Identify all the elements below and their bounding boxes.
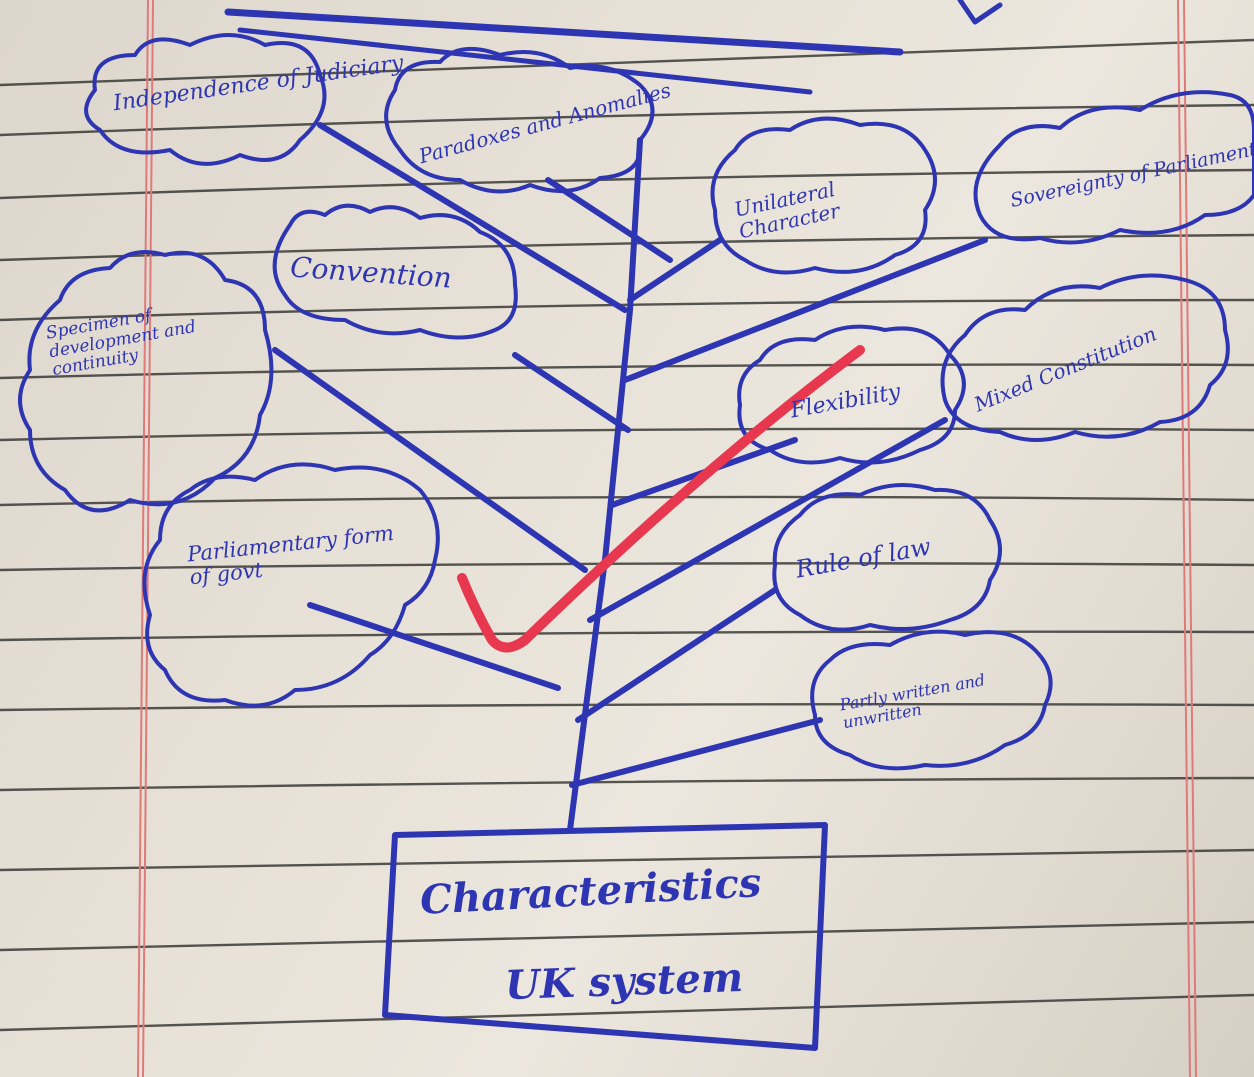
branch-convention [512,352,631,433]
branch-unilateral [627,237,723,303]
top-bar [224,8,904,56]
margin-lines [137,0,1197,1077]
cloud-parliamentary [142,462,440,708]
branch-mixed [587,417,948,623]
checkmark-icon [457,345,865,653]
branch-specimen [272,347,588,573]
cloud-rule-of-law [772,483,1002,632]
branch-paradoxes [545,177,673,263]
root-box [382,822,828,1051]
branch-parliamentary [307,602,561,691]
cloud-unilateral [710,116,937,275]
branch-partly-written [569,717,823,788]
cloud-convention [272,203,518,340]
branch-judiciary [317,122,628,313]
cloud-partly-written [810,629,1053,771]
branch-sovereignty [622,237,988,383]
branch-rule-of-law [575,587,778,723]
root-label-line2: UK system [504,953,744,1010]
cloud-mixed [940,273,1230,442]
cloud-specimen [18,250,274,513]
trunk-line [567,137,643,833]
cloud-judiciary [84,33,327,166]
cloud-paradoxes [384,46,655,194]
cloud-sovereignty [973,90,1254,245]
